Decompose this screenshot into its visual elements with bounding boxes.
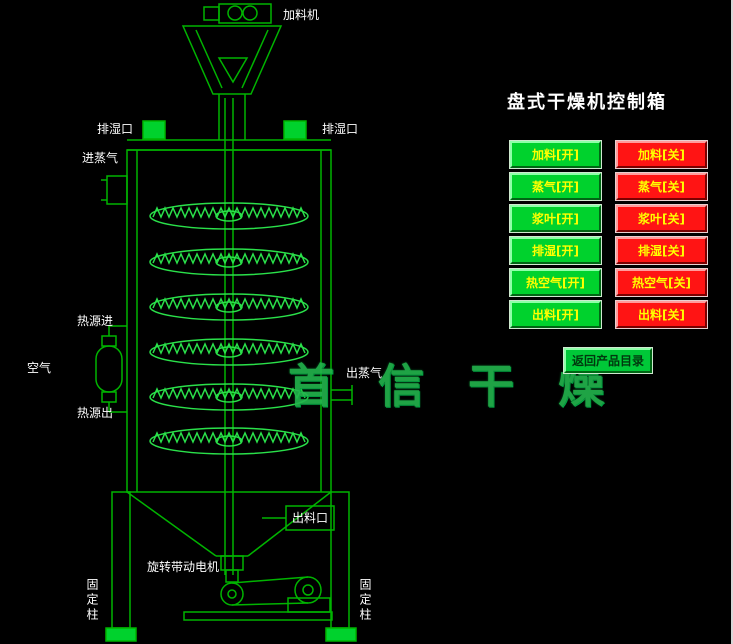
disc xyxy=(149,427,309,455)
exhaust-port-right xyxy=(283,120,307,140)
disc xyxy=(149,293,309,321)
hot-air-on-button[interactable]: 热空气[开] xyxy=(509,268,602,297)
discharge-on-button[interactable]: 出料[开] xyxy=(509,300,602,329)
stirring-discs xyxy=(149,202,309,455)
company-watermark: 首信干燥 xyxy=(288,359,648,413)
drive-motor-assembly xyxy=(183,555,333,621)
air-heater xyxy=(95,325,127,413)
return-catalog-button[interactable]: 返回产品目录 xyxy=(563,347,653,374)
support-legs xyxy=(105,491,357,642)
exhaust-port-left xyxy=(142,120,166,140)
disc xyxy=(149,248,309,276)
dryer-vessel xyxy=(126,149,332,493)
heat-source-out-label: 热源出 xyxy=(77,406,114,420)
exhaust-left-label: 排湿口 xyxy=(97,122,134,136)
right-column-label: 固定柱 xyxy=(358,578,372,623)
feeder-label: 加料机 xyxy=(283,8,320,22)
discharge-label: 出料口 xyxy=(292,511,329,525)
exhaust-right-label: 排湿口 xyxy=(322,122,359,136)
dehumidify-on-button[interactable]: 排湿[开] xyxy=(509,236,602,265)
disc xyxy=(149,338,309,366)
feed-hopper xyxy=(181,25,283,140)
discharge-off-button[interactable]: 出料[关] xyxy=(615,300,708,329)
feed-off-button[interactable]: 加料[关] xyxy=(615,140,708,169)
steam-on-button[interactable]: 蒸气[开] xyxy=(509,172,602,201)
feeder-motor xyxy=(203,3,272,24)
feed-on-button[interactable]: 加料[开] xyxy=(509,140,602,169)
steam-in-label: 进蒸气 xyxy=(82,151,119,165)
discharge-port-box xyxy=(262,505,335,531)
air-label: 空气 xyxy=(27,361,52,375)
heat-source-in-label: 热源进 xyxy=(77,314,114,328)
left-column-label: 固定柱 xyxy=(85,578,99,623)
dehumidify-off-button[interactable]: 排湿[关] xyxy=(615,236,708,265)
hot-air-off-button[interactable]: 热空气[关] xyxy=(615,268,708,297)
paddle-on-button[interactable]: 浆叶[开] xyxy=(509,204,602,233)
disc xyxy=(149,202,309,230)
panel-title: 盘式干燥机控制箱 xyxy=(507,92,667,113)
central-shaft xyxy=(224,98,234,575)
window-right-edge xyxy=(731,0,733,644)
drive-motor-label: 旋转带动电机 xyxy=(147,560,220,574)
disc xyxy=(149,383,309,411)
paddle-off-button[interactable]: 浆叶[关] xyxy=(615,204,708,233)
steam-off-button[interactable]: 蒸气[关] xyxy=(615,172,708,201)
steam-outlet-pipe xyxy=(331,385,353,405)
steam-inlet-flange xyxy=(101,175,128,205)
steam-out-label: 出蒸气 xyxy=(346,366,383,380)
